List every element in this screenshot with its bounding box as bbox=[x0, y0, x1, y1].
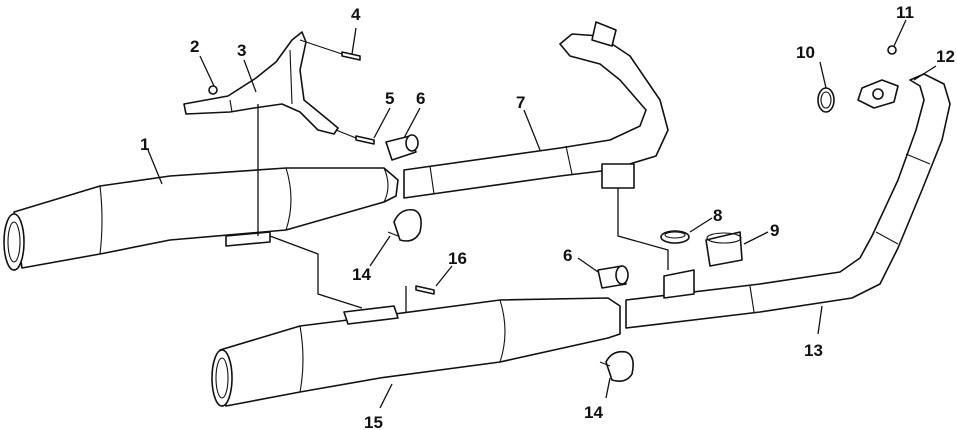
exhaust-flange bbox=[857, 79, 899, 109]
flange-nut bbox=[887, 45, 897, 55]
callout-14-upper: 14 bbox=[352, 265, 371, 284]
callout-1: 1 bbox=[140, 135, 149, 154]
clamp-lower bbox=[599, 350, 634, 382]
mounting-bracket bbox=[183, 31, 339, 135]
heat-shield-cover bbox=[705, 231, 743, 267]
callout-13: 13 bbox=[804, 341, 823, 360]
callout-7: 7 bbox=[516, 93, 525, 112]
bolt-mid bbox=[335, 129, 375, 145]
callout-11: 11 bbox=[896, 3, 914, 22]
bolt-top bbox=[299, 39, 361, 61]
callout-10: 10 bbox=[796, 43, 815, 62]
bolt-lower bbox=[415, 285, 435, 295]
leader-lines bbox=[147, 19, 937, 409]
callout-8: 8 bbox=[713, 206, 722, 225]
callout-labels: 1 2 3 4 5 6 7 8 9 6 10 11 12 13 14 15 16… bbox=[140, 3, 955, 430]
sleeve-upper bbox=[385, 134, 419, 161]
lower-muffler bbox=[211, 297, 621, 407]
sleeve-lower bbox=[597, 265, 629, 289]
rear-head-pipe bbox=[625, 73, 951, 329]
flange-gasket bbox=[817, 87, 835, 113]
alignment-lines bbox=[257, 104, 669, 322]
callout-2: 2 bbox=[190, 37, 199, 56]
callout-15: 15 bbox=[364, 413, 383, 430]
clamp-upper bbox=[387, 208, 422, 242]
callout-4: 4 bbox=[351, 5, 361, 24]
gasket-ring bbox=[660, 230, 690, 244]
callout-5: 5 bbox=[385, 89, 394, 108]
callout-3: 3 bbox=[237, 41, 246, 60]
nut bbox=[208, 85, 218, 95]
upper-muffler bbox=[3, 167, 399, 271]
callout-6-upper: 6 bbox=[416, 89, 425, 108]
callout-14-lower: 14 bbox=[584, 403, 603, 422]
callout-6-lower: 6 bbox=[563, 246, 572, 265]
front-head-pipe bbox=[403, 21, 669, 199]
callout-16: 16 bbox=[448, 249, 467, 268]
callout-9: 9 bbox=[770, 221, 779, 240]
callout-12: 12 bbox=[936, 47, 955, 66]
